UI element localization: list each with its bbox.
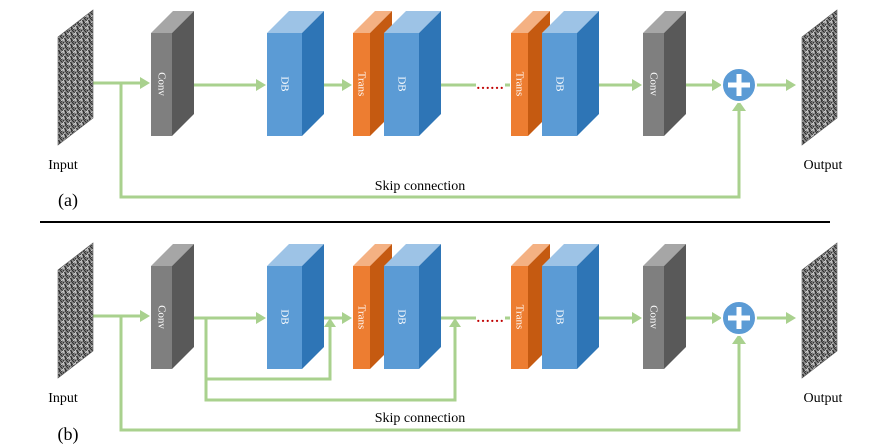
conv-block: Conv (151, 244, 194, 369)
panel-label: (a) (58, 190, 78, 211)
output-image-icon (801, 9, 838, 146)
db-label: DB (554, 76, 566, 91)
flow-arrows (92, 77, 796, 91)
panel-a: Input Conv DB Trans DB (48, 9, 843, 211)
ellipsis: …… (476, 311, 504, 326)
db-label: DB (396, 76, 408, 91)
db-block: DB (542, 11, 599, 136)
db-block: DB (384, 11, 441, 136)
add-icon (721, 67, 757, 103)
db-label: DB (396, 309, 408, 324)
conv-label: Conv (156, 305, 168, 329)
conv-label: Conv (156, 72, 168, 96)
output-image-icon (801, 242, 838, 379)
db-block: DB (267, 11, 324, 136)
output-label: Output (804, 391, 843, 406)
skip-arrows (119, 83, 746, 199)
conv-block: Conv (643, 11, 686, 136)
add-icon (721, 300, 757, 336)
trans-label: Trans (514, 72, 526, 97)
db-label: DB (279, 76, 291, 91)
conv-block: Conv (151, 11, 194, 136)
trans-label: Trans (356, 72, 368, 97)
conv-block: Conv (643, 244, 686, 369)
conv-label: Conv (648, 72, 660, 96)
skip-connection-label: Skip connection (375, 179, 466, 194)
db-label: DB (554, 309, 566, 324)
trans-label: Trans (356, 305, 368, 330)
output-label: Output (804, 158, 843, 173)
panel-b: Input Conv DB Trans DB …… (48, 242, 843, 445)
db-block: DB (384, 244, 441, 369)
flow-arrows (92, 310, 796, 324)
db-block: DB (267, 244, 324, 369)
conv-label: Conv (648, 305, 660, 329)
input-label: Input (48, 391, 78, 406)
panel-label: (b) (58, 424, 79, 445)
db-block: DB (542, 244, 599, 369)
input-image-icon (57, 9, 94, 146)
skip-arrowhead (732, 334, 746, 344)
db-label: DB (279, 309, 291, 324)
trans-label: Trans (514, 305, 526, 330)
skip-arrows (119, 316, 746, 432)
ellipsis: …… (476, 78, 504, 93)
skip-connection-label: Skip connection (375, 411, 466, 426)
input-image-icon (57, 242, 94, 379)
input-label: Input (48, 158, 78, 173)
skip-arrowhead (732, 101, 746, 111)
